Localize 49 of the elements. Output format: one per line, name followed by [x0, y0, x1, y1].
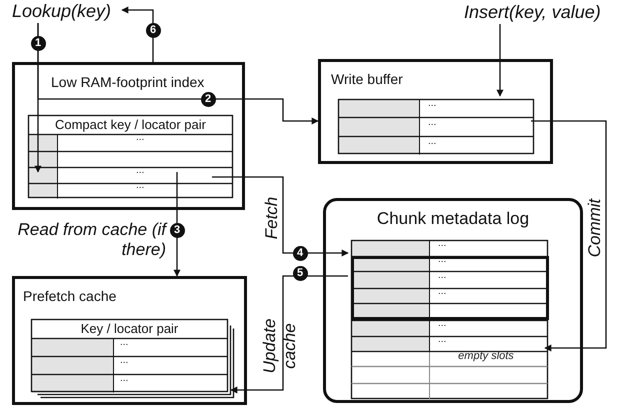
box-title: Chunk metadata log [376, 209, 530, 229]
callout-number: 3 [170, 222, 184, 238]
arrow [37, 23, 319, 124]
ellipsis-text: ... [438, 238, 446, 250]
callout-number: 6 [146, 22, 160, 38]
edge-label: Update cache [260, 318, 300, 376]
ellipsis-text: ... [438, 318, 446, 330]
ellipsis-text: ... [438, 334, 446, 346]
key-locator-table [28, 115, 233, 198]
arrow [531, 120, 607, 352]
ellipsis-text: ... [438, 286, 446, 298]
ellipsis-text: ... [428, 136, 436, 148]
arrow [212, 176, 349, 256]
arrow [230, 275, 348, 394]
callout-number: 4 [292, 246, 308, 260]
box-title: Low RAM-footprint index [51, 74, 204, 90]
ellipsis-text: ... [136, 165, 144, 177]
arrow [496, 24, 504, 97]
operation-label: Lookup(key) [12, 1, 112, 22]
cell-note: empty slots [458, 350, 514, 362]
box-title: Write buffer [331, 71, 403, 87]
log-table [351, 240, 548, 399]
callout-number: 5 [292, 266, 308, 280]
ellipsis-text: ... [120, 337, 128, 349]
edge-label: Fetch [262, 196, 282, 242]
operation-label: Insert(key, value) [464, 2, 601, 23]
callout-number: 1 [30, 36, 46, 50]
box-title: Prefetch cache [23, 288, 116, 304]
key-locator-table [31, 319, 234, 398]
ellipsis-text: ... [120, 373, 128, 385]
column-header: Compact key / locator pair [54, 117, 207, 132]
arrow [121, 6, 154, 62]
log-box [323, 198, 583, 403]
highlighted-entries-frame [351, 256, 549, 320]
prefetch-cache-box [12, 276, 247, 405]
arrow [174, 172, 180, 277]
write-buffer-box [318, 59, 553, 164]
ellipsis-text: ... [428, 98, 436, 110]
buffer-table [338, 99, 534, 154]
edge-label: Read from cache (if there) [16, 220, 166, 260]
index-box [12, 62, 245, 210]
ellipsis-text: ... [136, 180, 144, 192]
ellipsis-text: ... [428, 117, 436, 129]
edge-label: Commit [585, 197, 605, 260]
ellipsis-text: ... [438, 254, 446, 266]
ellipsis-text: ... [120, 355, 128, 367]
ellipsis-text: ... [438, 270, 446, 282]
ellipsis-text: ... [136, 132, 144, 144]
column-header: Key / locator pair [80, 321, 180, 336]
